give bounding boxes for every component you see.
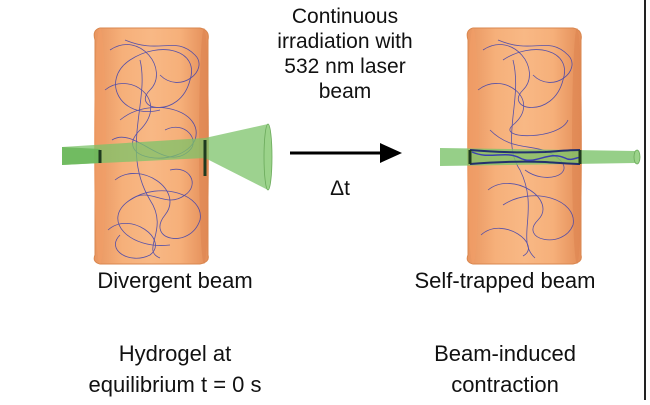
self-trapped-beam-caption: Self-trapped beam <box>414 268 596 293</box>
process-description: Continuous irradiation with 532 nm laser… <box>245 4 445 104</box>
left-state-line-1: Hydrogel at <box>118 341 232 366</box>
polymer-network-left <box>104 39 201 259</box>
hydrogel-right <box>466 27 582 265</box>
divergent-beam <box>62 123 273 191</box>
delta-t-label: Δt <box>330 177 350 200</box>
right-state-line-2: contraction <box>451 372 559 397</box>
divergent-beam-caption: Divergent beam <box>97 268 253 293</box>
right-state-line-1: Beam-induced <box>434 341 576 366</box>
process-line-2: irradiation with <box>277 30 413 53</box>
process-line-3: 532 nm laser <box>284 55 406 78</box>
self-trapped-beam <box>440 148 641 166</box>
left-state-line-2: equilibrium t = 0 s <box>88 372 262 397</box>
process-line-1: Continuous <box>291 5 399 28</box>
process-arrow <box>290 143 402 163</box>
right-state-caption: Beam-induced contraction <box>370 338 640 400</box>
left-state-caption: Hydrogel at equilibrium t = 0 s <box>40 338 310 400</box>
process-line-4: beam <box>318 80 372 103</box>
frame-border <box>644 0 646 400</box>
